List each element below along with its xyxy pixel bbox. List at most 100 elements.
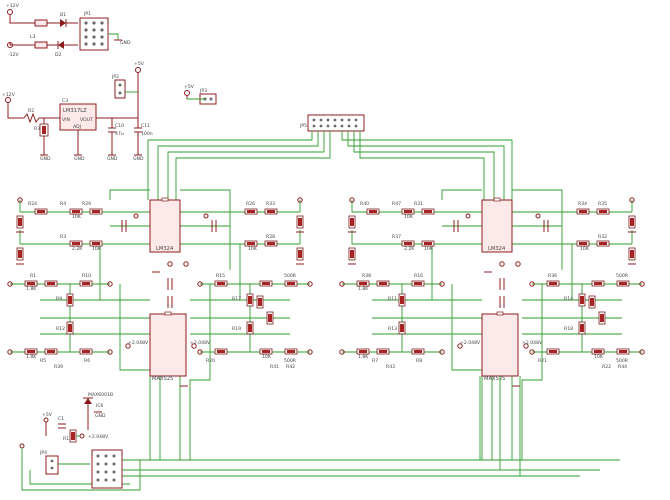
label-c10: C10 [115, 123, 124, 129]
header-jp5 [307, 114, 365, 132]
res-left-t8: R33 [266, 201, 275, 207]
label-gnd-c11: GND [133, 156, 144, 162]
res-left-b2: R9 [56, 296, 62, 302]
regulator-name: LM317LZ [63, 108, 87, 114]
header-jp2 [114, 79, 126, 99]
res-right-t9: R32 [598, 234, 607, 240]
res-right-b1: R8 [416, 358, 422, 364]
label-jp1: JP1 [83, 11, 91, 17]
res-left-t6: R15 [216, 273, 225, 279]
res-right-t2: R31 [414, 201, 423, 207]
res-left-t7: R26 [246, 201, 255, 207]
res-left-b6: R20 [206, 358, 215, 364]
dac-label-left: MAX525 [152, 376, 173, 382]
regulator-adj: ADJ [73, 124, 81, 130]
value-c10: 47u [115, 131, 124, 137]
rail-left-a: +2.048V [128, 340, 149, 346]
val-right-m0: 10K [404, 214, 414, 220]
dac-label-right: MAX525 [484, 376, 505, 382]
res-right-b7: R22 [602, 364, 611, 370]
header-jp4 [45, 455, 59, 475]
label-jp4: JP4 [39, 450, 47, 456]
diode-bottom-icon [58, 41, 64, 49]
val-left-m6: 500R [284, 273, 297, 279]
power-input-section: +12V B1 -12V L3 D2 JP1 GND [6, 3, 131, 58]
res-right-t5: R16 [414, 273, 423, 279]
res-left-b9: R42 [286, 364, 295, 370]
val-left-m7: 10K [262, 354, 272, 360]
label-d2: D2 [55, 52, 62, 58]
header-jp5-group: JP5 [147, 114, 513, 200]
label-minus12v: -12V [8, 52, 20, 58]
block-left-labels: LM324 MAX525 +2.048V +2.048V R24 R4 R29 … [26, 201, 297, 382]
res-left-t3: R3 [60, 234, 66, 240]
res-right-b3: R13 [388, 326, 397, 332]
regulator-vout: VOUT [80, 117, 93, 123]
res-left-b1: R6 [84, 358, 90, 364]
res-left-t1: R4 [60, 201, 66, 207]
res-left-b0: R5 [40, 358, 46, 364]
jp1-pins [84, 21, 104, 46]
val-left-m4: 1.8K [26, 286, 37, 292]
val-left-m8: 500R [284, 358, 297, 364]
val-left-m0: 10K [72, 214, 82, 220]
res-right-t1: R47 [392, 201, 401, 207]
value-c11: 100n [141, 131, 153, 137]
res-right-b2: R11 [388, 296, 397, 302]
res-left-t5: R10 [82, 273, 91, 279]
res-left-t2: R29 [82, 201, 91, 207]
label-gnd-jp1: GND [120, 40, 131, 46]
label-plus5v-bot: +5V [42, 412, 53, 418]
val-left-m5: 1.8K [26, 354, 37, 360]
label-plus5v-jp3: +5V [184, 84, 195, 90]
ref-part: MAX6001B [88, 392, 113, 398]
regulator-section: +5V JP2 +5V JP3 +12V R2 R3 GND C3 LM317L… [2, 61, 217, 162]
res-right-b0: R7 [372, 358, 378, 364]
rail-right-a: +2.048V [460, 340, 481, 346]
res-right-t3: R37 [392, 234, 401, 240]
label-jp3: JP3 [199, 88, 207, 94]
val-right-m8: 500R [616, 358, 629, 364]
label-c11: C11 [141, 123, 150, 129]
val-left-m3: 10K [248, 246, 258, 252]
diode-top-icon [60, 19, 66, 27]
label-r2: R2 [28, 108, 34, 114]
res-right-b4: R14 [564, 296, 573, 302]
res-right-b5: R18 [564, 326, 573, 332]
label-gnd-reg: GND [74, 156, 85, 162]
res-right-t0: R40 [360, 201, 369, 207]
val-left-m2: 10K [92, 246, 102, 252]
label-l3: L3 [30, 34, 36, 40]
res-right-b8: R43 [386, 364, 395, 370]
label-r1: R1 [63, 436, 69, 442]
res-left-t4: R1 [30, 273, 36, 279]
ref-label: IC6 [96, 403, 104, 409]
circuit-block-left [7, 189, 313, 461]
label-gnd-r3: GND [40, 156, 51, 162]
ref-voltage: +2.048V [88, 434, 109, 440]
val-right-m3: 10K [580, 246, 590, 252]
res-left-b5: R19 [232, 326, 241, 332]
res-right-b9: R44 [618, 364, 627, 370]
res-left-b3: R12 [56, 326, 65, 332]
opamp-label-right: LM324 [488, 246, 506, 252]
res-left-b8: R39 [54, 364, 63, 370]
val-right-m4: 1.8K [358, 286, 369, 292]
res-right-t4: R38 [362, 273, 371, 279]
res-left-b4: R17 [232, 296, 241, 302]
res-left-t9: R28 [266, 234, 275, 240]
label-jp2: JP2 [111, 74, 119, 80]
val-right-m7: 10K [594, 354, 604, 360]
rail-right-b: +2.048V [522, 340, 543, 346]
circuit-block-right [339, 189, 645, 461]
val-right-m2: 10K [424, 246, 434, 252]
res-left-b7: R41 [270, 364, 279, 370]
label-c1: C1 [58, 416, 64, 422]
bottom-section: MAX6001B IC6 GND +5V C1 R1 +2.048V JP4 [19, 376, 620, 491]
opamp-label-left: LM324 [156, 246, 174, 252]
label-plus5v-reg: +5V [134, 61, 145, 67]
res-right-b6: R21 [538, 358, 547, 364]
regulator-lm317 [59, 103, 97, 131]
label-r3: R3 [34, 126, 40, 132]
